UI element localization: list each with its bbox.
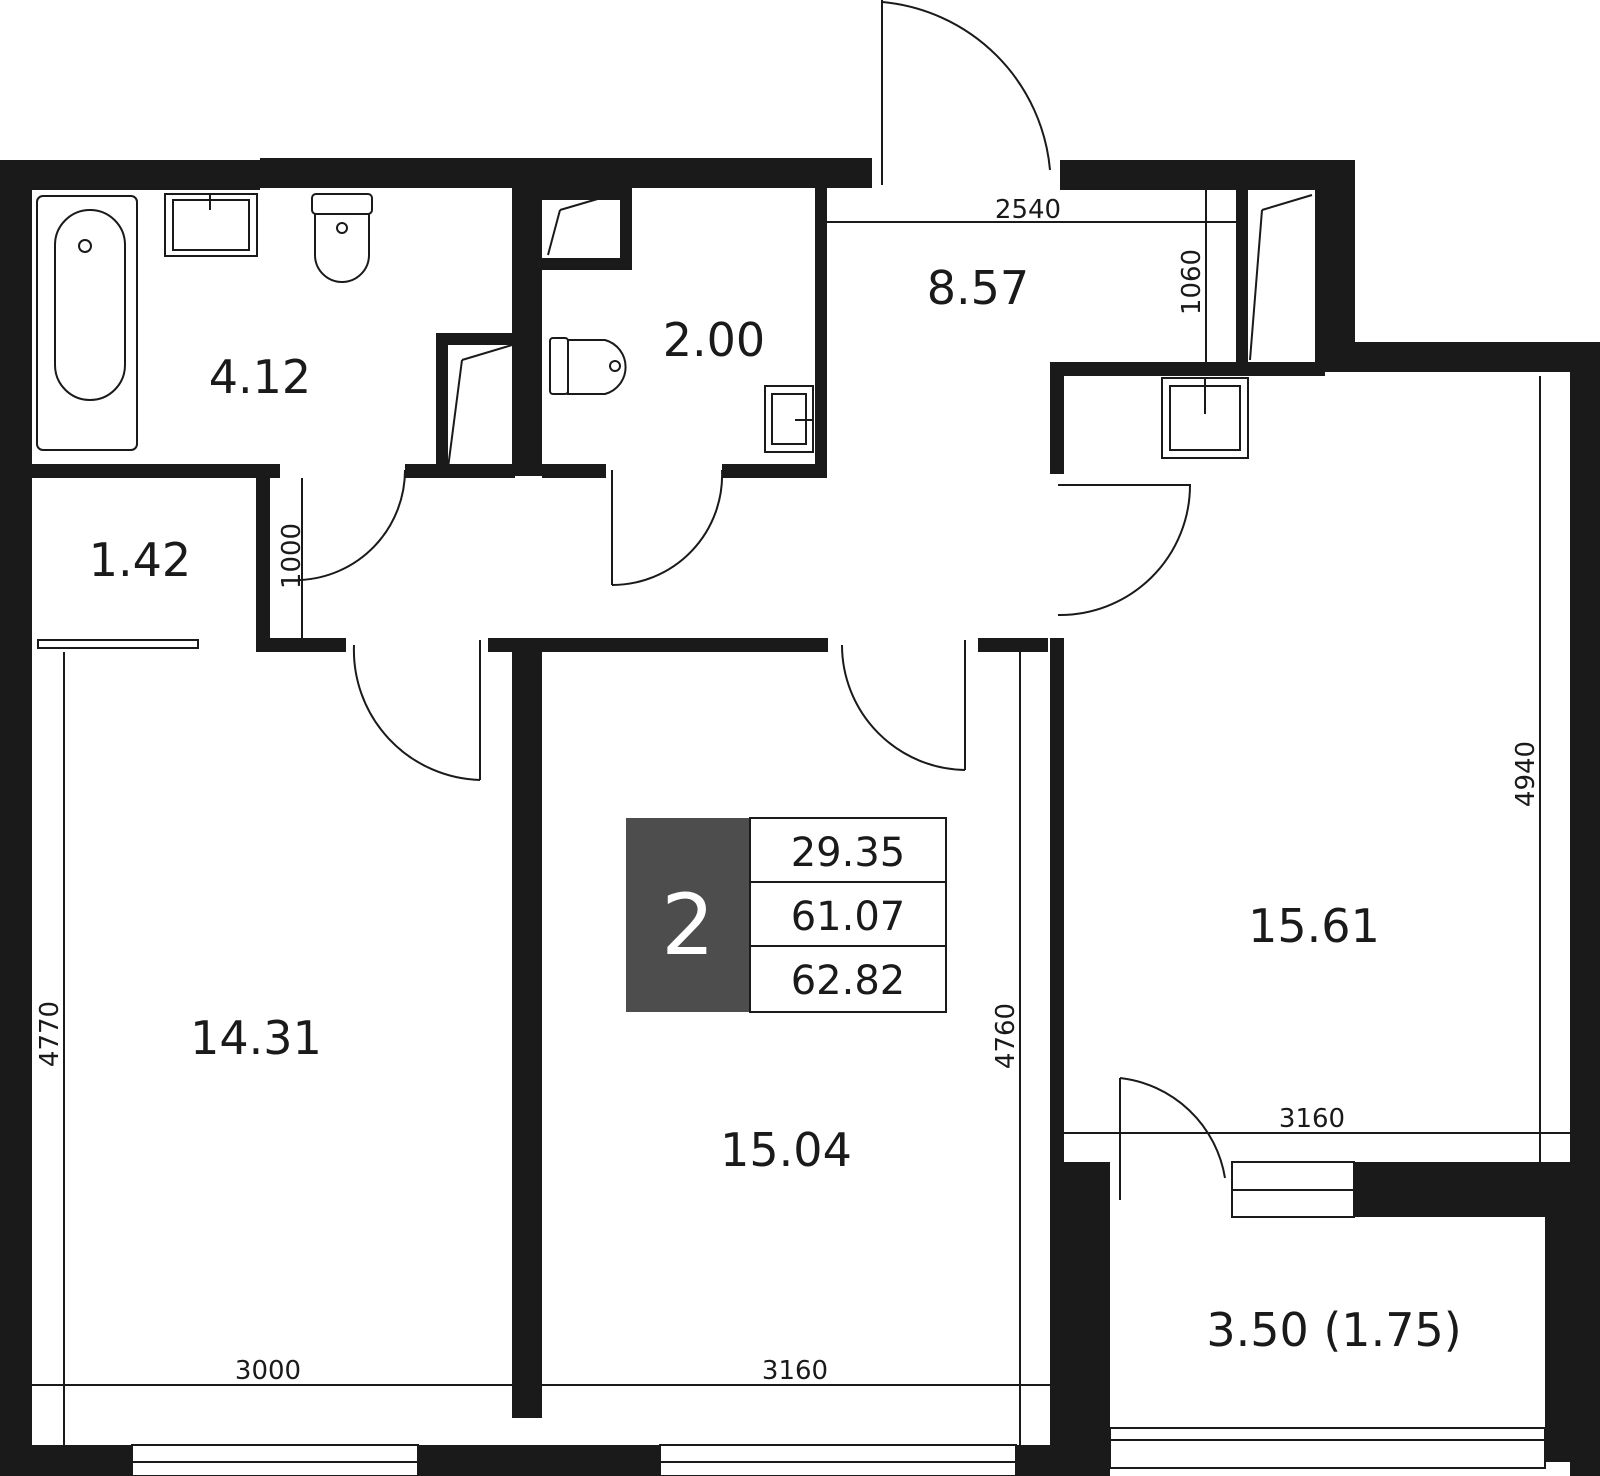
dim-right-length: 4940 xyxy=(1511,741,1541,807)
dimension-lines xyxy=(32,190,1570,1445)
bath-toilet-tank xyxy=(311,193,373,215)
wall-middle-right xyxy=(1050,638,1064,1178)
outer-wall-left xyxy=(0,160,32,1476)
dim-hall-depth: 1060 xyxy=(1177,249,1207,315)
bathtub-inner xyxy=(54,209,126,401)
outer-wall-bottom-1 xyxy=(0,1445,132,1476)
window-middle xyxy=(659,1444,1017,1476)
hall-wardrobe-door xyxy=(1249,209,1263,361)
badge-room-count: 2 xyxy=(661,876,714,974)
wall-bath-bottom-2 xyxy=(405,464,515,478)
closet-slider xyxy=(37,639,199,649)
window-balcony xyxy=(1109,1427,1546,1469)
bath-cab-door xyxy=(447,359,463,469)
wall-bath-wc xyxy=(512,188,542,476)
room-area-bedroom-middle: 15.04 xyxy=(720,1123,852,1177)
room-area-wc: 2.00 xyxy=(663,313,765,367)
wall-balcony-right xyxy=(1545,1162,1600,1462)
room-area-bedroom-left: 14.31 xyxy=(190,1011,322,1065)
badge-total-area: 61.07 xyxy=(791,894,906,940)
room-area-balcony: 3.50 (1.75) xyxy=(1206,1303,1461,1357)
dimension-labels: 2540 1060 1000 3000 4770 3160 4760 3160 … xyxy=(35,195,1541,1386)
bath-door-swing xyxy=(299,469,407,581)
wc-toilet-hole xyxy=(609,360,621,372)
hall-wardrobe-door-2 xyxy=(1261,194,1313,211)
window-left xyxy=(131,1444,419,1476)
outer-wall-top-right xyxy=(1060,160,1355,190)
bath-cab-door-2 xyxy=(461,344,513,361)
wall-wc-cabinet xyxy=(542,188,632,200)
apartment-badge: 2 29.35 61.07 62.82 xyxy=(626,817,947,1013)
wall-bath-bottom xyxy=(32,464,280,478)
balcony-door-swing xyxy=(1119,1077,1226,1179)
wall-right-top xyxy=(1050,362,1325,376)
wc-cab-door-2 xyxy=(559,192,619,211)
wall-middle-top xyxy=(488,638,828,652)
wc-toilet-tank xyxy=(549,337,569,395)
wall-middle-top-2 xyxy=(978,638,1048,652)
dim-middle-length: 4760 xyxy=(991,1003,1021,1069)
room-labels: 4.12 2.00 8.57 1.42 14.31 15.04 15.61 3.… xyxy=(89,261,1462,1357)
bathtub-drain xyxy=(78,239,92,253)
wall-bath-jamb-v xyxy=(436,333,448,468)
wall-bath-jamb xyxy=(436,333,512,345)
dim-middle-width: 3160 xyxy=(762,1356,828,1386)
badge-full-area: 62.82 xyxy=(791,958,906,1004)
dim-left-width: 3000 xyxy=(235,1356,301,1386)
wall-balcony-left xyxy=(1050,1162,1110,1462)
room-area-living-right: 15.61 xyxy=(1248,899,1380,953)
wall-wc-right xyxy=(815,188,827,478)
room-area-closet: 1.42 xyxy=(89,533,191,587)
outer-wall-right-upper xyxy=(1325,160,1355,365)
wall-wc-cabinet-h xyxy=(542,258,632,270)
wall-wc-bottom-1 xyxy=(542,464,606,478)
wall-wc-cabinet-v xyxy=(620,188,632,270)
outer-wall-top-mid xyxy=(260,158,872,188)
bathtub xyxy=(36,195,138,451)
bath-toilet-hole xyxy=(336,222,348,234)
room-area-bathroom: 4.12 xyxy=(209,350,311,404)
wall-left-middle xyxy=(512,638,542,1418)
left-door-swing xyxy=(352,644,481,781)
badge-values-box xyxy=(749,817,947,1013)
walls xyxy=(0,158,1600,1476)
outer-wall-step xyxy=(1325,342,1600,372)
wall-closet-right xyxy=(256,464,270,652)
wc-cab-door xyxy=(547,209,561,256)
wall-wardrobe xyxy=(1236,190,1248,365)
dim-hall-width: 2540 xyxy=(995,195,1061,225)
dim-closet-depth: 1000 xyxy=(277,523,307,589)
doors xyxy=(37,0,1313,1200)
middle-door-swing xyxy=(841,644,966,771)
right-door-swing xyxy=(1057,484,1192,617)
fixtures xyxy=(36,193,1249,459)
wc-door-swing xyxy=(611,469,724,587)
wc-toilet-bowl xyxy=(567,339,627,395)
wall-wardrobe-right xyxy=(1315,190,1325,365)
outer-wall-top-left xyxy=(0,160,260,190)
wall-right-top-v xyxy=(1050,362,1064,474)
windows xyxy=(131,1161,1546,1476)
entrance-door-swing xyxy=(881,1,1051,171)
badge-living-area: 29.35 xyxy=(791,830,906,876)
bath-toilet-bowl xyxy=(314,213,370,283)
wall-balcony-top xyxy=(1355,1162,1570,1217)
wall-closet-bottom xyxy=(256,638,346,652)
badge-count-bg xyxy=(626,818,750,1012)
dim-left-length: 4770 xyxy=(35,1001,65,1067)
outer-wall-bottom-2 xyxy=(418,1445,660,1476)
dim-right-width: 3160 xyxy=(1279,1104,1345,1134)
room-area-hallway: 8.57 xyxy=(927,261,1029,315)
wall-wc-bottom-2 xyxy=(722,464,827,478)
